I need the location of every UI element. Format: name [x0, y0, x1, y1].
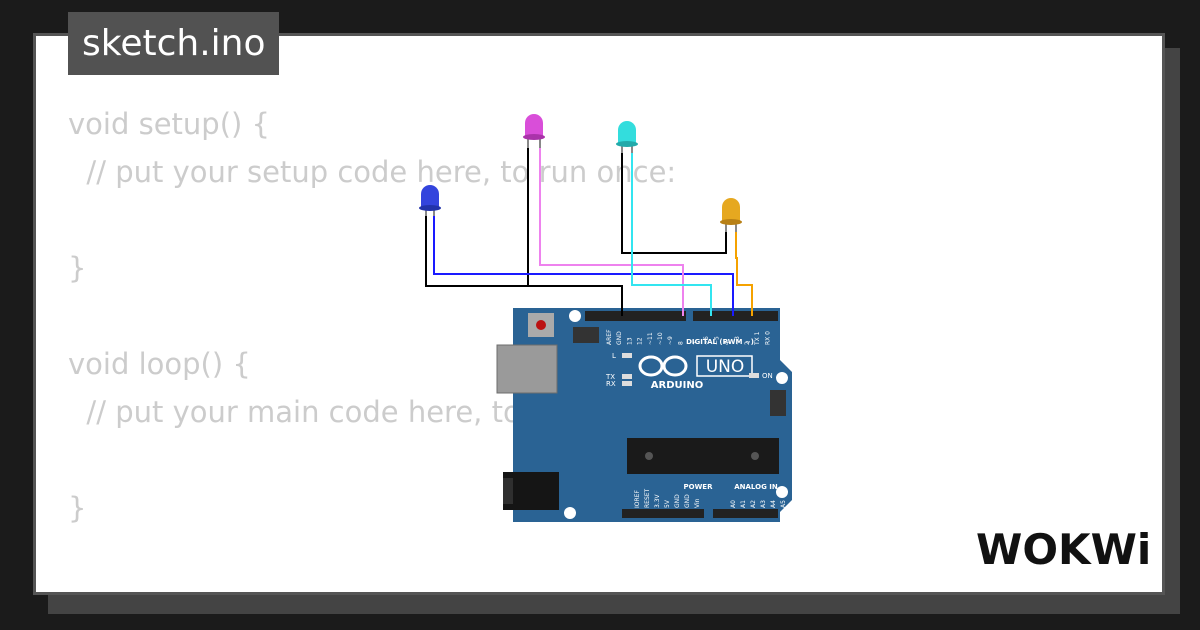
led-blue[interactable] — [419, 185, 441, 216]
pin-label: IOREF — [634, 490, 641, 508]
pin-label: 12 — [637, 337, 644, 345]
mounting-hole — [564, 507, 576, 519]
pin-label: ~6 — [703, 336, 710, 345]
pin-label: A3 — [760, 500, 767, 508]
pin-label: RESET — [644, 488, 651, 508]
pin-label: A2 — [750, 500, 757, 508]
pin-label: 7 — [693, 341, 700, 345]
pin-label: GND — [684, 494, 691, 508]
chip-notch — [645, 452, 653, 460]
pin-label: GND — [674, 494, 681, 508]
wire-orange — [735, 230, 753, 316]
uno-label-box — [696, 355, 753, 377]
wire-blue — [433, 214, 734, 316]
mounting-hole — [569, 310, 581, 322]
board-brand: ARDUINO — [651, 380, 703, 391]
pin-label: 2 — [744, 341, 751, 345]
code-line: void loop() { — [68, 347, 251, 381]
arduino-uno-board[interactable]: ARDUINO UNO DIGITAL (PWM ~) POWER ANALOG… — [496, 308, 792, 522]
chip-notch — [751, 452, 759, 460]
icsp-header — [573, 327, 599, 343]
led-orange[interactable] — [720, 198, 742, 232]
file-tab[interactable]: sketch.ino — [68, 12, 280, 75]
l-label: L — [612, 352, 616, 360]
led-l — [622, 353, 632, 358]
pin-label: A5 — [780, 500, 787, 508]
pin-label: A4 — [770, 500, 777, 508]
pin-label: ~9 — [667, 336, 674, 345]
wire-gnd-orange-led — [621, 150, 727, 254]
on-label: ON — [762, 372, 773, 380]
pin-label: 13 — [626, 337, 633, 345]
led-cyan[interactable] — [616, 121, 638, 153]
pin-label: ~10 — [657, 332, 664, 345]
digital-label: DIGITAL (PWM ~) — [686, 338, 754, 346]
reset-button-cap — [536, 320, 546, 330]
code-editor[interactable]: void setup() { // put your setup code he… — [68, 100, 752, 532]
pin-label: A0 — [730, 500, 737, 508]
led-on — [749, 373, 759, 378]
power-label: POWER — [684, 483, 714, 491]
wire-cyan — [631, 150, 712, 316]
led-rx — [622, 381, 632, 386]
code-line: void setup() { — [68, 107, 270, 141]
led-magenta[interactable] — [523, 114, 545, 148]
board-model: UNO — [706, 357, 745, 377]
pin-label: 4 — [724, 341, 731, 345]
pin-label: 8 — [677, 341, 684, 345]
icsp-header — [770, 390, 786, 416]
pin-label: TX 1 — [754, 331, 761, 346]
mounting-hole — [776, 486, 788, 498]
wire-magenta — [539, 145, 684, 316]
led-tx — [622, 374, 632, 379]
pin-label: GND — [616, 331, 623, 345]
pin-label: Vin — [694, 498, 701, 508]
code-line: // put your setup code here, to run once… — [68, 155, 677, 189]
pin-label: ~3 — [734, 336, 741, 345]
power-header — [622, 509, 704, 518]
code-line: } — [68, 251, 87, 285]
pin-label: AREF — [606, 329, 613, 345]
pin-label: 3.3V — [654, 493, 661, 508]
code-line: } — [68, 491, 87, 525]
pin-label: ~11 — [647, 332, 654, 345]
wires — [425, 145, 753, 316]
pin-label: A1 — [740, 500, 747, 508]
pin-label: ~5 — [713, 336, 720, 345]
tx-label: TX — [605, 373, 615, 381]
pin-label: RX 0 — [764, 331, 771, 345]
analog-header — [713, 509, 778, 518]
power-jack-inner — [503, 478, 513, 504]
pin-label: 5V — [664, 499, 671, 508]
analog-label: ANALOG IN — [734, 483, 778, 491]
rx-label: RX — [606, 380, 616, 388]
mounting-hole — [776, 372, 788, 384]
wokwi-logo: WOKWi — [976, 525, 1151, 574]
usb-port — [496, 344, 558, 394]
digital-header-left — [585, 311, 686, 321]
arduino-infinity-logo — [638, 355, 688, 377]
wire-gnd-blue-led — [425, 214, 623, 316]
digital-header-right — [693, 311, 778, 321]
wokwi-logo-text: WOKWi — [976, 525, 1151, 574]
